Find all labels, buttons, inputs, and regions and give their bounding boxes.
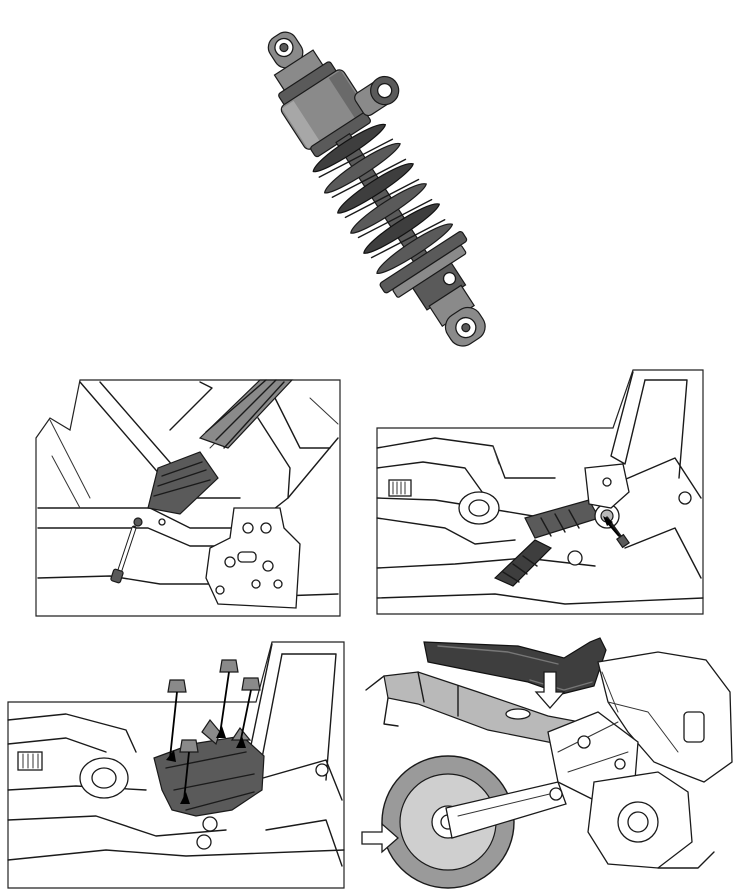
shock-reservoir-body [273, 49, 371, 158]
bolt-1 [166, 679, 187, 762]
figure-rear-frame-lower-mount [30, 378, 342, 618]
preload-adjuster-knob [354, 75, 400, 117]
mount-bolt [110, 517, 143, 584]
tank-fairing [597, 651, 733, 783]
figure-rear-frame-upper-mount [375, 368, 705, 618]
figure-shock-absorber [225, 0, 515, 360]
shock-top-eye [267, 31, 304, 69]
bolt-2 [216, 659, 239, 738]
seat-arrow [534, 671, 566, 709]
hub [79, 757, 129, 799]
lower-stud [196, 816, 218, 850]
shock-upper-section [198, 379, 294, 449]
bolt-4 [179, 739, 199, 804]
frame-bolt-head [315, 763, 329, 777]
rear-wheel [381, 755, 515, 889]
figure-battery-tray-bolts [6, 640, 346, 890]
direction-arrow [603, 516, 620, 537]
figure-motorcycle-seat-removal [358, 632, 734, 890]
swingarm-pivot [549, 787, 563, 801]
shock-bottom-eye [444, 306, 486, 347]
grille [17, 751, 43, 771]
coil-spring [312, 124, 454, 274]
swingarm [445, 781, 567, 839]
bolt-3 [236, 677, 261, 748]
shock-boot [147, 451, 219, 515]
upper-mount-bracket [584, 463, 692, 509]
seat [423, 637, 607, 695]
hub-left [458, 491, 500, 525]
radiator-grille [388, 479, 412, 497]
engine [587, 771, 715, 869]
mount-hole [158, 518, 166, 526]
lower-spring-seat [379, 231, 468, 298]
mount-bracket-plate [205, 507, 301, 609]
wheel-arrow [361, 822, 399, 854]
